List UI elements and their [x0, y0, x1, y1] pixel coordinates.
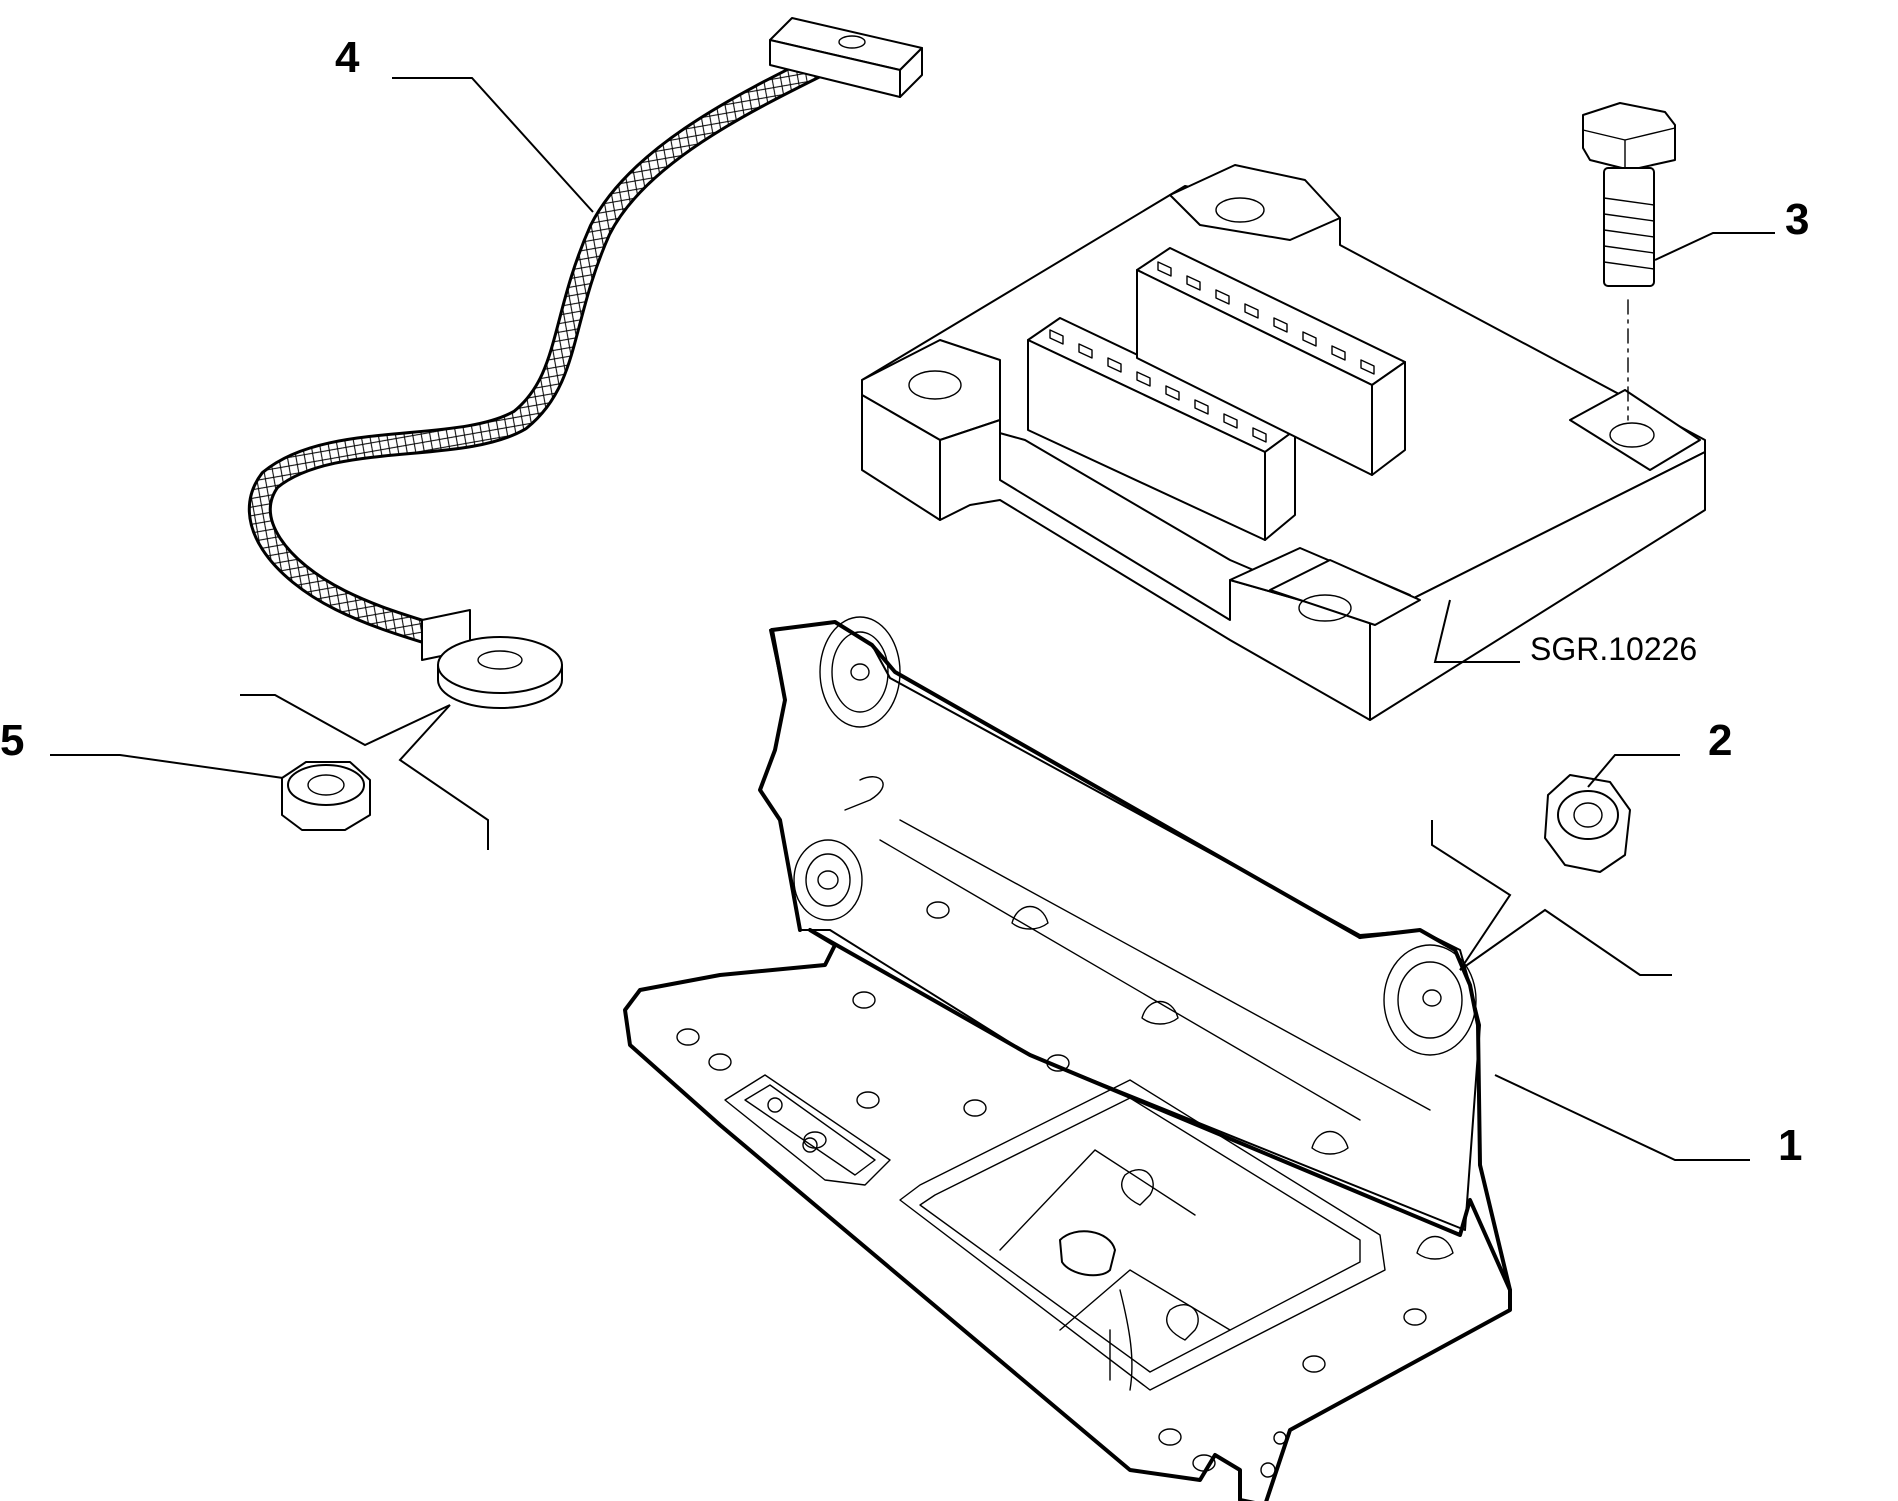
bracket-bottom-tab: [1260, 1431, 1287, 1478]
bracket-hole: [708, 1053, 732, 1071]
bracket-pocket: [899, 1079, 1386, 1391]
cable-ring-terminal: [421, 609, 563, 709]
connector-pin: [1252, 427, 1267, 443]
bracket-hole: [1302, 1355, 1326, 1373]
bracket-hole: [852, 991, 876, 1009]
connector-pin: [1331, 345, 1346, 361]
callout-1: 1: [1778, 1121, 1802, 1170]
bracket-left-ear: [793, 616, 901, 921]
connector-pin: [1157, 261, 1172, 277]
bracket-right-ear: [1383, 944, 1477, 1056]
bracket-holes: [676, 901, 1427, 1472]
mounting-bracket: [623, 616, 1512, 1501]
connector-pin: [1302, 331, 1317, 347]
connector-pin: [1273, 317, 1288, 333]
connector-pin: [1078, 343, 1093, 359]
ground-strap-cable: [247, 17, 923, 709]
connector-pin: [1194, 399, 1209, 415]
hex-nut-left: [281, 761, 371, 831]
control-module: [861, 164, 1706, 721]
cable-top-terminal: [769, 17, 923, 98]
bracket-hole: [856, 1091, 880, 1109]
connector-pin: [1244, 303, 1259, 319]
bracket-rib: [1141, 1001, 1179, 1025]
bracket-hole: [963, 1099, 987, 1117]
connector-pin: [1107, 357, 1122, 373]
connector-pins-front: [1049, 329, 1267, 443]
bracket-hole: [1046, 1054, 1070, 1072]
bracket-hole: [926, 901, 950, 919]
bolt: [1582, 102, 1676, 421]
connector-pin: [1215, 289, 1230, 305]
leader-lines: [50, 77, 1775, 1161]
connector-pin: [1360, 359, 1375, 375]
callout-2: 2: [1708, 716, 1732, 765]
connector-pin: [1049, 329, 1064, 345]
connector-pin: [1186, 275, 1201, 291]
hex-nut-right: [1544, 774, 1631, 873]
bracket-rib: [1416, 1236, 1454, 1260]
connector-pins-back: [1157, 261, 1375, 375]
bracket-hole: [1158, 1428, 1182, 1446]
bracket-rib: [1011, 906, 1049, 930]
callout-5: 5: [0, 716, 24, 765]
module-connector-front: [1027, 317, 1296, 541]
bracket-clip-slot: [724, 1074, 891, 1186]
bracket-rib: [1311, 1131, 1349, 1155]
bracket-ribs: [1011, 906, 1454, 1260]
bracket-hole: [1192, 1454, 1216, 1472]
bracket-hole: [676, 1028, 700, 1046]
reference-code: SGR.10226: [1530, 631, 1697, 667]
callout-3: 3: [1785, 195, 1809, 244]
callout-4: 4: [335, 33, 360, 82]
module-connector-back: [1136, 247, 1406, 476]
bracket-hole: [1403, 1308, 1427, 1326]
connector-pin: [1136, 371, 1151, 387]
connector-pin: [1223, 413, 1238, 429]
connector-pin: [1165, 385, 1180, 401]
